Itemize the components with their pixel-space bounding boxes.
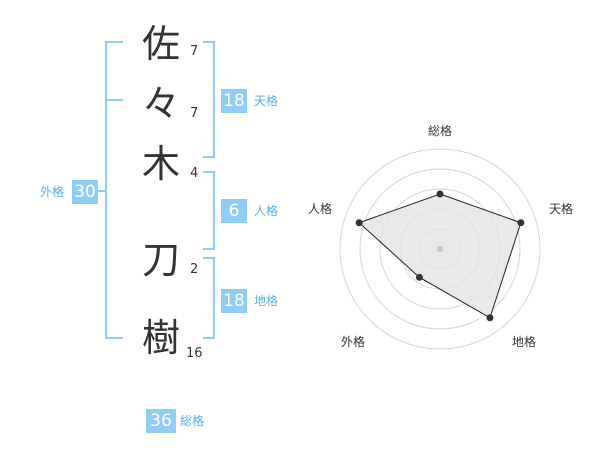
radar-axis-label-tenkaku: 天格	[549, 201, 573, 216]
stroke-count-4: 2	[190, 262, 199, 277]
stroke-count-1: 7	[190, 44, 199, 59]
jinkaku-label: 人格	[254, 204, 279, 218]
name-char-3: 木	[141, 142, 180, 186]
stroke-count-2: 7	[190, 106, 199, 121]
chikaku-label: 地格	[254, 294, 279, 308]
jinkaku-value: 6	[221, 199, 247, 223]
radar-axis-label-jinkaku: 人格	[308, 201, 332, 216]
radar-axis-label-soukaku: 総格	[428, 123, 452, 138]
radar-point-5	[355, 219, 363, 227]
tenkaku-bracket-top	[203, 41, 215, 43]
gaikaku-connector	[97, 190, 105, 192]
radar-point-2	[517, 219, 525, 227]
tenkaku-bracket-vertical	[213, 41, 215, 158]
jinkaku-bracket-bottom	[203, 248, 215, 250]
chikaku-bracket-vertical	[213, 257, 215, 339]
radar-center-dot	[437, 246, 443, 252]
tenkaku-bracket-bottom	[203, 156, 215, 158]
radar-series-area	[358, 193, 522, 319]
gaikaku-bracket-top	[105, 41, 123, 43]
tenkaku-value: 18	[221, 89, 247, 113]
jinkaku-bracket-top	[203, 171, 215, 173]
jinkaku-bracket-vertical	[213, 171, 215, 250]
radar-axis-label-gaikaku: 外格	[341, 334, 365, 349]
gaikaku-bracket-mid	[105, 99, 123, 101]
gaikaku-value: 30	[72, 180, 98, 204]
tenkaku-label: 天格	[254, 94, 279, 108]
gaikaku-bracket-bottom	[105, 337, 123, 339]
soukaku-label: 総格	[180, 414, 205, 428]
gaikaku-label: 外格	[40, 185, 65, 199]
gaikaku-bracket-vertical	[105, 41, 107, 339]
radar-point-4	[415, 273, 423, 281]
radar-point-1	[436, 190, 444, 198]
radar-point-3	[486, 314, 494, 322]
chikaku-bracket-top	[203, 257, 215, 259]
stroke-count-3: 4	[190, 166, 199, 181]
radar-axis-label-chikaku: 地格	[512, 334, 536, 349]
chikaku-value: 18	[221, 289, 247, 313]
stroke-count-5: 16	[186, 346, 203, 361]
soukaku-value: 36	[146, 409, 176, 433]
name-char-2: 々	[141, 82, 180, 126]
name-char-1: 佐	[141, 22, 180, 66]
name-char-4: 刀	[141, 238, 180, 282]
chikaku-bracket-bottom	[203, 337, 215, 339]
name-char-5: 樹	[141, 316, 180, 360]
